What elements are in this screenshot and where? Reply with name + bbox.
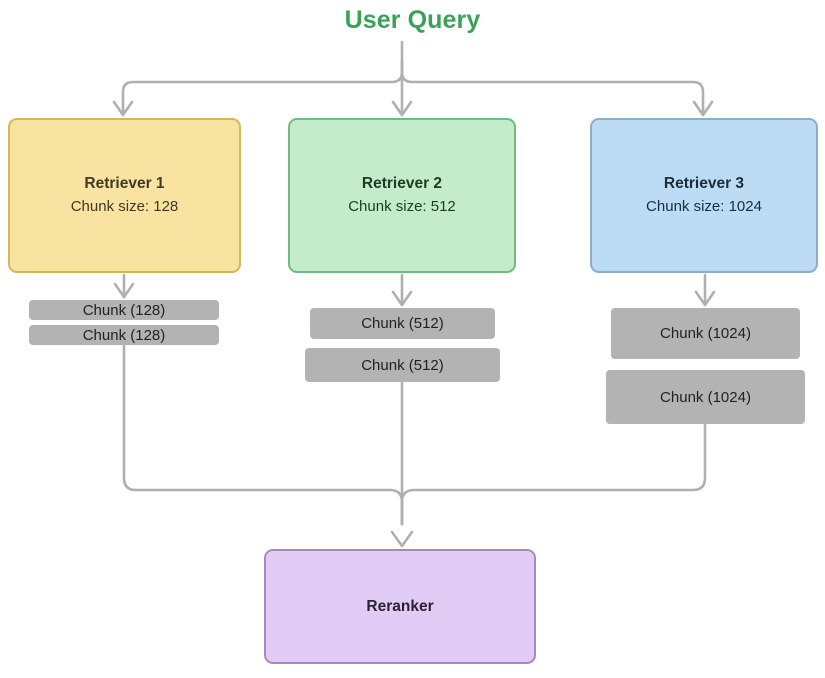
chunk-1024-1[interactable]: Chunk (1024) (611, 308, 800, 359)
chunk-128-1[interactable]: Chunk (128) (29, 300, 219, 320)
chunk-512-2[interactable]: Chunk (512) (305, 348, 500, 382)
arrowhead-chunks-512 (391, 290, 413, 307)
node-reranker[interactable]: Reranker (264, 549, 536, 664)
edge-query-to-retriever-1 (121, 60, 404, 114)
reranker-title: Reranker (366, 597, 434, 615)
chunk-512-1[interactable]: Chunk (512) (310, 308, 495, 339)
edge-query-to-retriever-3 (400, 60, 705, 114)
retriever-2-chunk-size: Chunk size: 512 (348, 197, 456, 215)
arrowhead-reranker (390, 530, 414, 548)
arrowhead-retriever-2 (391, 100, 413, 117)
arrowhead-chunks-1024 (694, 290, 716, 307)
retriever-2-title: Retriever 2 (361, 175, 443, 193)
node-retriever-1[interactable]: Retriever 1 Chunk size: 128 (8, 118, 241, 273)
page-title: User Query (344, 6, 481, 34)
retriever-3-chunk-size: Chunk size: 1024 (646, 197, 762, 215)
chunk-128-2[interactable]: Chunk (128) (29, 325, 219, 345)
node-retriever-2[interactable]: Retriever 2 Chunk size: 512 (288, 118, 516, 273)
retriever-1-title: Retriever 1 (84, 175, 165, 193)
edge-chunks-1024-to-reranker (400, 422, 707, 526)
arrowhead-retriever-3 (692, 100, 714, 117)
retriever-1-chunk-size: Chunk size: 128 (70, 197, 179, 215)
chunk-1024-2[interactable]: Chunk (1024) (606, 370, 805, 424)
arrowhead-retriever-1 (112, 100, 134, 117)
node-retriever-3[interactable]: Retriever 3 Chunk size: 1024 (590, 118, 818, 273)
retriever-3-title: Retriever 3 (663, 175, 745, 193)
arrowhead-chunks-128 (113, 282, 135, 299)
